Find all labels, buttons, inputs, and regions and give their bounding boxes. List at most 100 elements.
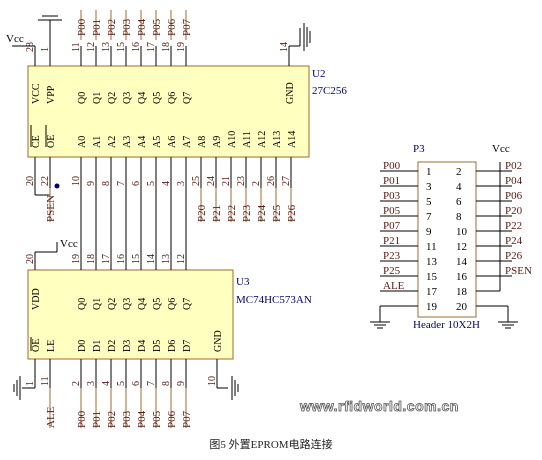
pin-label-u3-d0: D0 — [77, 340, 88, 352]
pin-number-u2-23: 23 — [236, 176, 247, 186]
header-pin-number-13: 13 — [426, 256, 438, 268]
header-net-p06: P06 — [505, 190, 523, 202]
pin-number-u2-9: 9 — [86, 181, 97, 186]
pin-number-u2-28: 28 — [25, 42, 36, 52]
pin-label-u2-a13: A13 — [272, 131, 283, 148]
net-label-u2-bottom-p26: P26 — [286, 204, 298, 222]
net-label-u2-bottom-p20: P20 — [196, 204, 208, 222]
header-pin-number-9: 9 — [426, 226, 432, 238]
net-label-u2-top-p03: P03 — [121, 18, 133, 36]
pin-label-u2-q2: Q2 — [107, 92, 118, 104]
pin-number-u3-10: 10 — [207, 376, 218, 386]
pin-label-u2-a6: A6 — [167, 136, 178, 148]
pin-number-u2-4: 4 — [161, 181, 172, 186]
pin-label-u2-a1: A1 — [92, 136, 103, 148]
pin-number-u3-18: 18 — [86, 254, 97, 264]
pin-label-u2-a10: A10 — [227, 131, 238, 148]
net-label-u2-top-p02: P02 — [106, 19, 118, 36]
pin-label-u2-vpp: VPP — [46, 85, 57, 104]
pin-number-u2-19: 19 — [176, 42, 187, 52]
header-pin-number-17: 17 — [426, 286, 438, 298]
chip-u3-part: MC74HC573AN — [236, 294, 312, 306]
pin-label-u2-gnd: GND — [285, 82, 296, 104]
pin-number-u2-13: 13 — [101, 42, 112, 52]
header-net-p05: P05 — [383, 205, 401, 217]
pin-number-u2-22: 22 — [40, 176, 51, 186]
net-label-u2-bottom-p22: P22 — [226, 205, 238, 222]
pin-label-u3-d5: D5 — [152, 340, 163, 352]
pin-number-u3-7: 7 — [146, 381, 157, 386]
pin-number-u2-14: 14 — [279, 42, 290, 52]
figure-caption: 图5 外置EPROM电路连接 — [209, 439, 333, 451]
header-pin-number-15: 15 — [426, 271, 438, 283]
header-pin-number-1: 1 — [426, 166, 432, 178]
pin-label-u3-oe: OE — [31, 339, 42, 352]
header-net-p20: P20 — [505, 205, 523, 217]
pin-number-u3-1: 1 — [25, 381, 36, 386]
pin-label-u2-vcc: VCC — [31, 83, 42, 104]
pin-label-u2-q7: Q7 — [182, 92, 193, 104]
header-pin-number-16: 16 — [456, 271, 468, 283]
header-pin-number-8: 8 — [456, 211, 462, 223]
header-net-p24: P24 — [505, 235, 523, 247]
chip-u3-body — [27, 269, 234, 360]
header-pin-number-5: 5 — [426, 196, 432, 208]
header-pin-number-20: 20 — [456, 301, 468, 313]
header-pin-number-6: 6 — [456, 196, 462, 208]
header-net-p04: P04 — [505, 175, 523, 187]
pin-number-u3-8: 8 — [161, 381, 172, 386]
header-designator: P3 — [413, 143, 425, 155]
pin-label-u3-vdd: VDD — [31, 288, 42, 310]
pin-label-u3-q3: Q3 — [122, 298, 133, 310]
net-label-u3-ale: ALE — [45, 406, 57, 428]
header-net-p07: P07 — [383, 220, 401, 232]
net-label-u2-psen: PSEN — [45, 195, 57, 222]
pin-label-u2-ce: CE — [31, 135, 42, 148]
pin-label-u3-q5: Q5 — [152, 298, 163, 310]
pin-label-u3-q7: Q7 — [182, 298, 193, 310]
header-pin-number-3: 3 — [426, 181, 432, 193]
pin-label-u2-a8: A8 — [197, 136, 208, 148]
header-pin-number-12: 12 — [456, 241, 467, 253]
pin-number-u2-2: 2 — [251, 181, 262, 186]
pin-number-u2-8: 8 — [101, 181, 112, 186]
pin-label-u3-d3: D3 — [122, 340, 133, 352]
pin-number-u2-18: 18 — [161, 42, 172, 52]
header-part: Header 10X2H — [413, 319, 480, 331]
pin-number-u3-17: 17 — [101, 254, 112, 264]
header-pin-number-11: 11 — [426, 241, 437, 253]
pin-number-u2-24: 24 — [206, 176, 217, 186]
pin-number-u3-9: 9 — [176, 381, 187, 386]
pin-number-u2-26: 26 — [266, 176, 277, 186]
pin-number-u3-19: 19 — [71, 254, 82, 264]
net-label-u3-p01: P01 — [91, 411, 103, 428]
pin-label-u2-a5: A5 — [152, 136, 163, 148]
pin-number-u2-20: 20 — [25, 176, 36, 186]
pin-number-u2-7: 7 — [116, 181, 127, 186]
header-net-p03: P03 — [383, 190, 401, 202]
pin-label-u3-q4: Q4 — [137, 298, 148, 310]
pin-number-u2-25: 25 — [191, 176, 202, 186]
pin-number-u2-17: 17 — [146, 42, 157, 52]
pin-label-u2-q6: Q6 — [167, 92, 178, 104]
net-label-u2-bottom-p24: P24 — [256, 204, 268, 222]
header-net-p22: P22 — [505, 220, 522, 232]
pin-label-u2-a7: A7 — [182, 136, 193, 148]
pin-number-u2-6: 6 — [131, 181, 142, 186]
header-net-p01: P01 — [383, 175, 400, 187]
pin-label-u2-q5: Q5 — [152, 92, 163, 104]
pin-label-u3-le: LE — [46, 340, 57, 352]
pin-number-u2-21: 21 — [221, 176, 232, 186]
header-net-p26: P26 — [505, 250, 523, 262]
pin-number-u2-11: 11 — [71, 42, 82, 52]
net-label-u2-bottom-p21: P21 — [211, 205, 223, 222]
pin-label-u3-d1: D1 — [92, 340, 103, 352]
pin-number-u2-3: 3 — [176, 181, 187, 186]
pin-number-u2-12: 12 — [86, 42, 97, 52]
vcc-label-u2: Vcc — [6, 33, 24, 45]
pin-label-u3-d2: D2 — [107, 340, 118, 352]
header-net-p02: P02 — [505, 160, 522, 172]
header-net-p23: P23 — [383, 250, 401, 262]
net-label-u2-top-p07: P07 — [181, 18, 193, 36]
